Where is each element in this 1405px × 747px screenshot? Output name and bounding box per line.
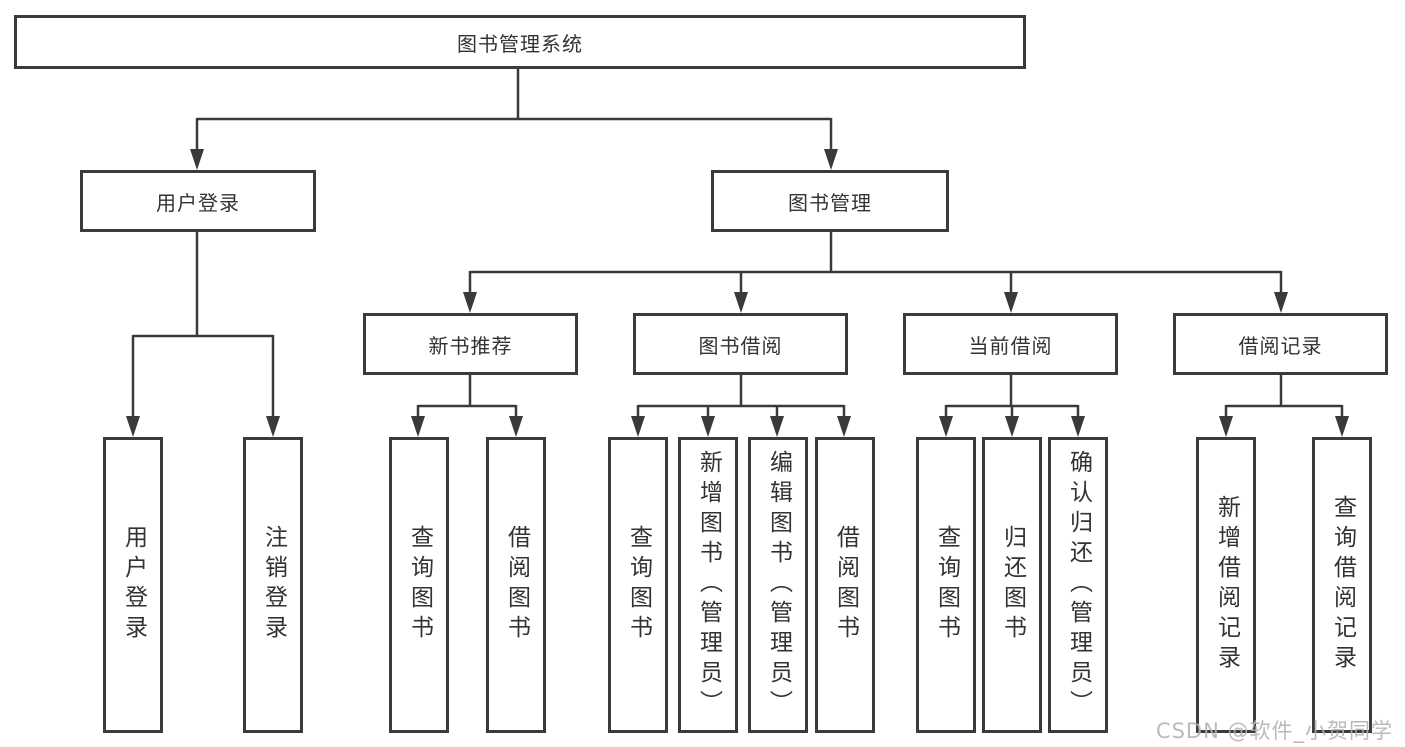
leaf-edit-books-admin: 编辑图书（管理员） <box>748 437 808 733</box>
leaf-user-login: 用户登录 <box>103 437 163 733</box>
leaf-query-books-borrowing: 查询图书 <box>608 437 668 733</box>
leaf-logout: 注销登录 <box>243 437 303 733</box>
leaf-add-books-admin: 新增图书（管理员） <box>678 437 738 733</box>
leaf-query-borrow-record: 查询借阅记录 <box>1312 437 1372 733</box>
watermark-text: CSDN @软件_小贺同学 <box>1155 719 1393 743</box>
node-borrowing-records: 借阅记录 <box>1173 313 1388 375</box>
leaf-add-borrow-record: 新增借阅记录 <box>1196 437 1256 733</box>
node-current-borrowing: 当前借阅 <box>903 313 1118 375</box>
leaf-query-books-current: 查询图书 <box>916 437 976 733</box>
node-library-system: 图书管理系统 <box>14 15 1026 69</box>
node-user-login: 用户登录 <box>80 170 316 232</box>
leaf-query-books-recommend: 查询图书 <box>389 437 449 733</box>
leaf-borrow-books-recommend: 借阅图书 <box>486 437 546 733</box>
leaf-return-books: 归还图书 <box>982 437 1042 733</box>
leaf-borrow-books-borrowing: 借阅图书 <box>815 437 875 733</box>
node-new-book-recommendation: 新书推荐 <box>363 313 578 375</box>
node-book-management: 图书管理 <box>711 170 949 232</box>
node-book-borrowing: 图书借阅 <box>633 313 848 375</box>
leaf-confirm-return-admin: 确认归还（管理员） <box>1048 437 1108 733</box>
